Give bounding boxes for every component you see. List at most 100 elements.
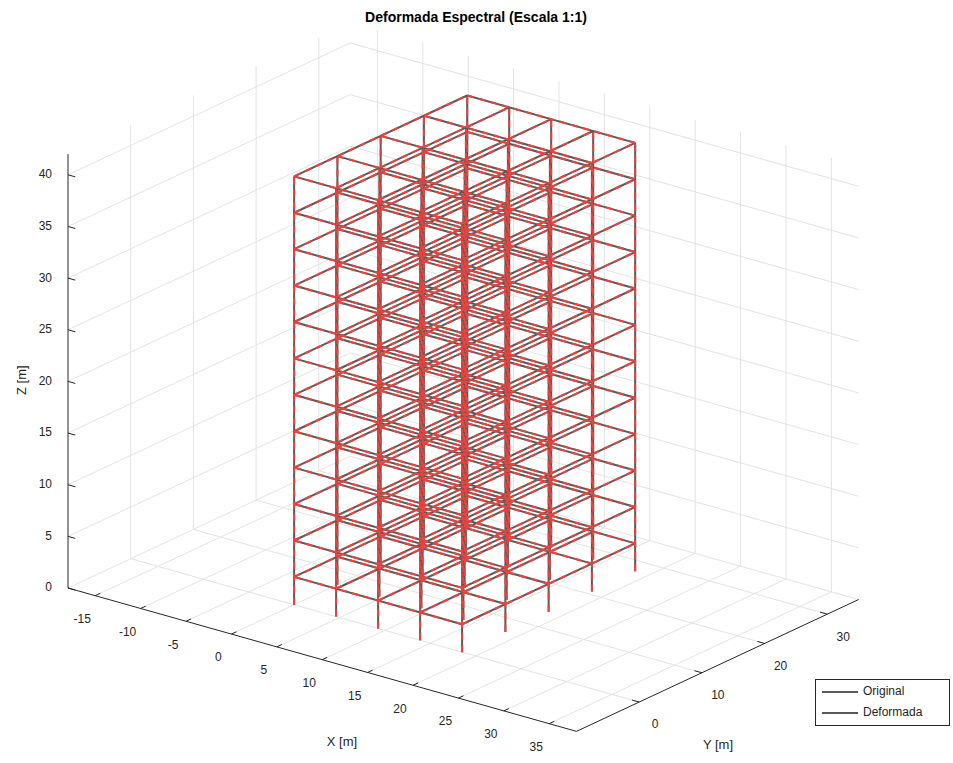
legend-text: Deformada xyxy=(863,706,922,719)
beam-line xyxy=(381,500,549,547)
tick-mark xyxy=(322,657,327,659)
legend-box: OriginalDeformada xyxy=(815,679,950,726)
beam-line xyxy=(337,193,505,240)
tick-label: 15 xyxy=(348,690,361,703)
tick-mark xyxy=(68,330,75,332)
grid-line xyxy=(68,301,350,433)
tick-label: 30 xyxy=(484,728,497,741)
beam-line xyxy=(462,434,635,515)
beam-line xyxy=(378,520,551,601)
beam-line xyxy=(378,520,551,601)
beam-line xyxy=(294,95,467,176)
legend-line-sample xyxy=(822,712,858,714)
grid-line xyxy=(68,43,350,175)
beam-line xyxy=(420,131,593,212)
beam-line xyxy=(424,116,592,163)
tick-label: -10 xyxy=(119,626,136,639)
tick-label: 10 xyxy=(711,689,724,702)
beam-line xyxy=(378,338,551,419)
beam-line xyxy=(462,325,635,406)
beam-line xyxy=(337,229,505,276)
tick-label: 10 xyxy=(39,478,52,491)
beam-line xyxy=(381,209,549,256)
beam-line xyxy=(420,495,593,576)
beam-line xyxy=(337,156,505,203)
tick-mark xyxy=(413,683,418,685)
beam-line xyxy=(420,240,593,321)
tick-mark xyxy=(632,700,639,702)
tick-mark xyxy=(68,381,75,383)
tick-mark xyxy=(504,709,509,711)
tick-mark xyxy=(368,670,373,672)
tick-label: 35 xyxy=(39,220,52,233)
tick-mark xyxy=(68,588,75,590)
tick-label: 25 xyxy=(439,715,452,728)
grid-line xyxy=(504,579,786,711)
beam-line xyxy=(462,543,635,624)
legend-line-sample xyxy=(822,691,858,693)
grid-line xyxy=(130,125,131,559)
beam-line xyxy=(420,277,593,358)
beam-line xyxy=(420,313,593,394)
beam-line xyxy=(381,536,549,583)
beam-line xyxy=(378,156,551,237)
grid-line xyxy=(68,353,350,485)
beam-line xyxy=(420,349,593,430)
tick-mark xyxy=(68,278,75,280)
tick-label: 20 xyxy=(393,703,406,716)
beam-line xyxy=(381,245,549,292)
tick-mark xyxy=(68,485,75,487)
beam-line xyxy=(462,361,635,442)
beam-line xyxy=(420,532,593,613)
beam-line xyxy=(462,398,635,479)
beam-line xyxy=(424,152,592,199)
grid-line xyxy=(68,198,350,330)
beam-line xyxy=(337,557,505,604)
beam-line xyxy=(381,427,549,474)
beam-line xyxy=(381,282,549,329)
tick-label: 0 xyxy=(45,581,52,594)
beam-line xyxy=(336,107,509,188)
tick-label: 15 xyxy=(39,426,52,439)
deformed-frame xyxy=(294,95,635,652)
tick-mark xyxy=(68,536,75,538)
tick-mark xyxy=(186,619,191,621)
beam-line xyxy=(337,484,505,531)
grid-line xyxy=(350,95,858,238)
beam-line xyxy=(462,471,635,552)
tick-mark xyxy=(141,606,146,608)
tick-mark xyxy=(695,671,702,673)
beam-line xyxy=(424,189,592,236)
beam-line xyxy=(420,167,593,248)
tick-mark xyxy=(68,226,75,228)
tick-label: 30 xyxy=(837,631,850,644)
beam-line xyxy=(424,407,592,454)
beam-line xyxy=(462,252,635,333)
beam-line xyxy=(424,516,592,563)
legend-text: Original xyxy=(863,685,904,698)
beam-line xyxy=(378,228,551,309)
tick-label: 25 xyxy=(39,323,52,336)
beam-line xyxy=(337,520,505,567)
tick-mark xyxy=(458,696,463,698)
beam-line xyxy=(424,371,592,418)
beam-line xyxy=(378,192,551,273)
beam-line xyxy=(462,143,635,224)
beam-line xyxy=(381,136,549,183)
grid-line xyxy=(68,146,350,278)
tick-label: 20 xyxy=(774,660,787,673)
beam-line xyxy=(381,172,549,219)
beam-line xyxy=(424,225,592,272)
tick-label: -15 xyxy=(74,613,91,626)
beam-line xyxy=(378,483,551,564)
grid-line xyxy=(68,456,350,588)
tick-mark xyxy=(68,433,75,435)
tick-mark xyxy=(757,641,764,643)
beam-line xyxy=(420,204,593,285)
beam-line xyxy=(381,391,549,438)
grid-line xyxy=(95,464,377,596)
beam-line xyxy=(424,443,592,490)
tick-mark xyxy=(549,721,554,723)
beam-line xyxy=(381,354,549,401)
beam-line xyxy=(337,447,505,494)
